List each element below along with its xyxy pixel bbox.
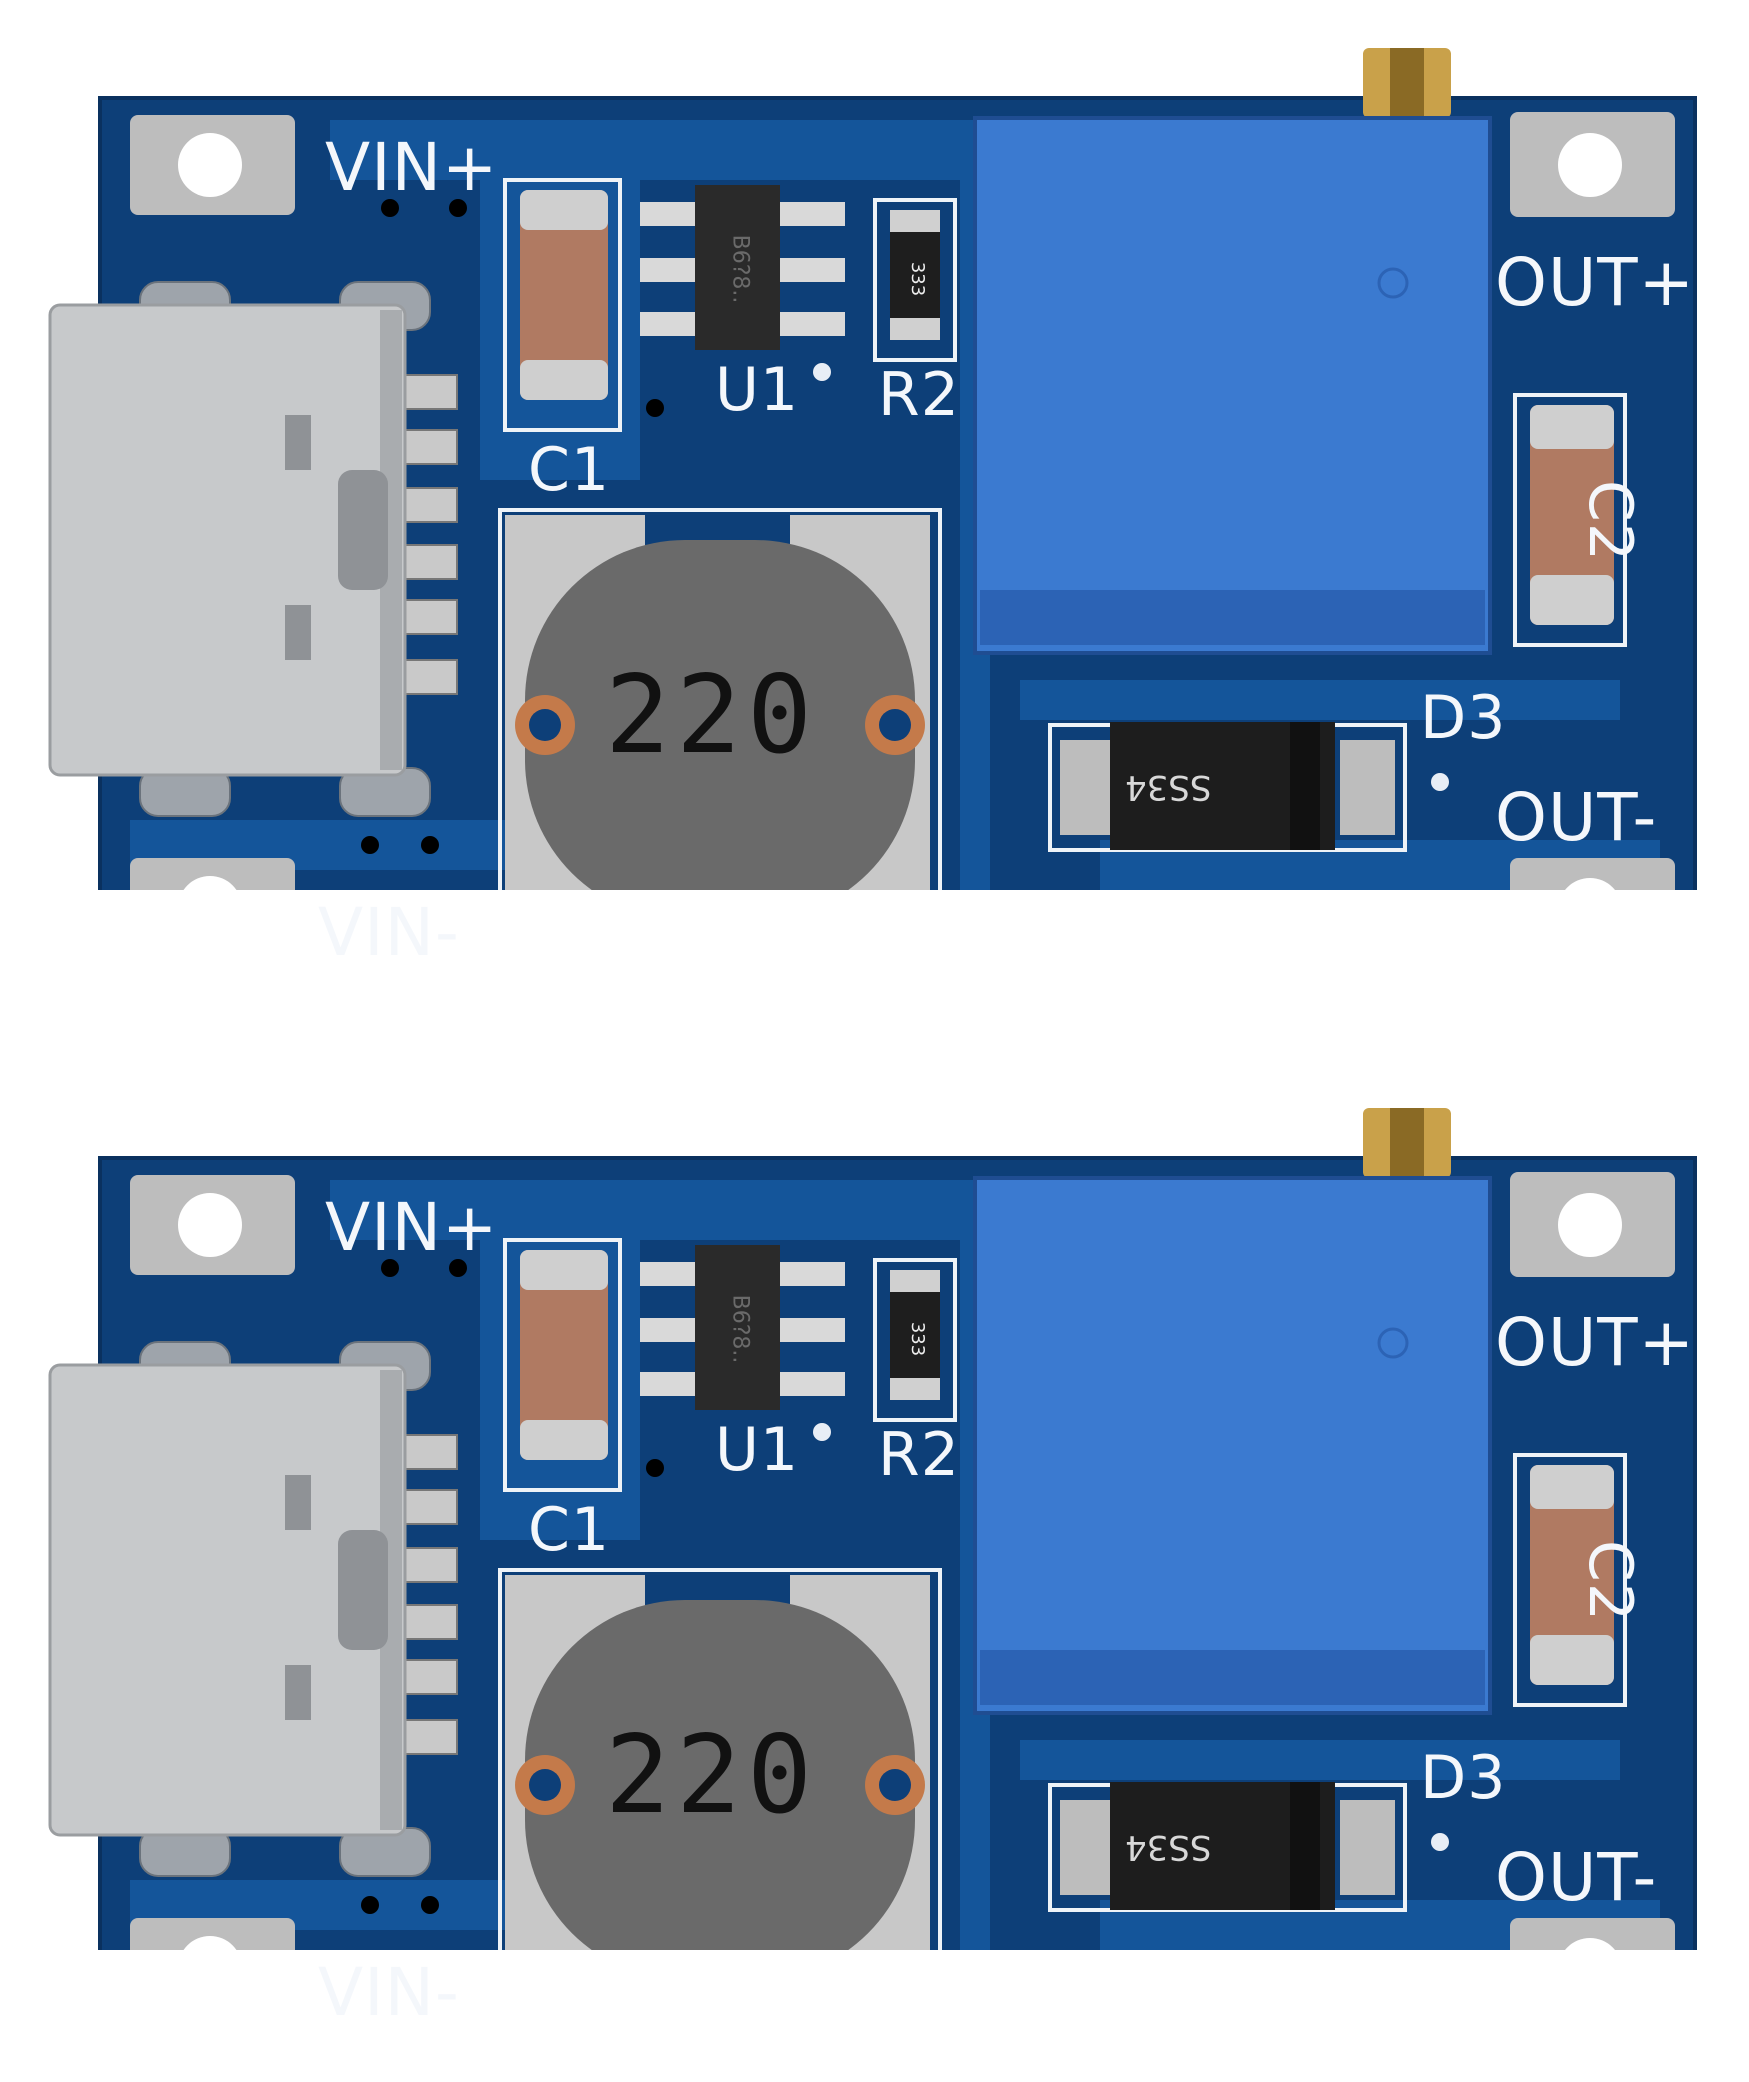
resistor-marking: 333 [907, 261, 929, 297]
label-u1: U1 [715, 355, 800, 425]
capacitor-icon [520, 1250, 608, 1460]
label-c2: C2 [1575, 1540, 1645, 1623]
label-c2: C2 [1575, 480, 1645, 563]
label-out-minus: OUT- [1495, 779, 1658, 856]
label-c1: C1 [528, 435, 611, 505]
chip-marking: B6?8.. [727, 1294, 753, 1364]
inductor-icon [505, 1575, 930, 1950]
diode-icon [1060, 1782, 1395, 1910]
mounting-holes [130, 112, 1675, 890]
label-d3: D3 [1420, 1743, 1507, 1813]
capacitor-icon [1530, 405, 1614, 625]
label-vin-minus: VIN- [318, 894, 460, 971]
inductor-marking: 220 [605, 1713, 819, 1838]
chip-marking: B6?8.. [727, 234, 753, 304]
diode-icon [1060, 722, 1395, 850]
pcb-board-2: VIN+ VIN- OUT+ OUT- C1 U1 R2 D3 C2 220 S… [0, 1060, 1749, 2026]
capacitor-icon [520, 190, 608, 400]
inductor-marking: 220 [605, 653, 819, 778]
pcb-board-graphic [48, 1108, 1697, 1950]
diode-marking: SS34 [1125, 767, 1212, 807]
label-c1: C1 [528, 1495, 611, 1565]
chip-icon [640, 185, 845, 350]
capacitor-icon [1530, 1465, 1614, 1685]
resistor-marking: 333 [907, 1321, 929, 1357]
potentiometer-icon [973, 1108, 1492, 1715]
pcb-board-graphic [48, 48, 1697, 890]
label-d3: D3 [1420, 683, 1507, 753]
label-u1: U1 [715, 1415, 800, 1485]
label-r2: R2 [878, 360, 960, 430]
potentiometer-icon [973, 48, 1492, 655]
label-vin-minus: VIN- [318, 1954, 460, 2031]
inductor-icon [505, 515, 930, 890]
label-out-plus: OUT+ [1495, 244, 1695, 321]
label-vin-plus: VIN+ [325, 129, 499, 206]
pcb-board-1: VIN+ VIN- OUT+ OUT- C1 U1 R2 D3 C2 220 S… [0, 0, 1749, 966]
label-out-plus: OUT+ [1495, 1304, 1695, 1381]
label-out-minus: OUT- [1495, 1839, 1658, 1916]
usb-c-connector-icon [48, 303, 407, 777]
label-r2: R2 [878, 1420, 960, 1490]
label-vin-plus: VIN+ [325, 1189, 499, 1266]
chip-icon [640, 1245, 845, 1410]
diode-marking: SS34 [1125, 1827, 1212, 1867]
usb-c-connector-icon [48, 1363, 407, 1837]
